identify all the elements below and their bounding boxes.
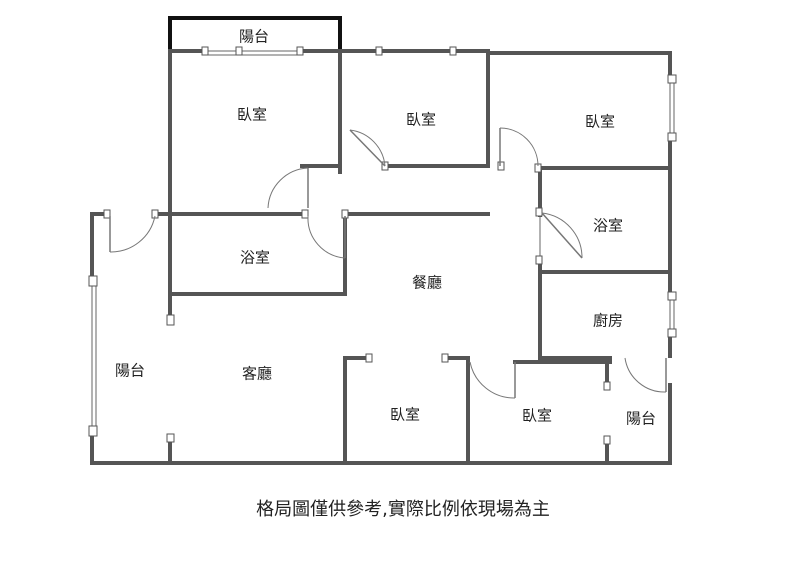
doors xyxy=(109,127,667,399)
room-label-bathroom-1: 浴室 xyxy=(240,249,270,267)
room-label-bedroom-5: 臥室 xyxy=(522,407,552,425)
wall-posts xyxy=(88,46,677,445)
room-label-balcony-left: 陽台 xyxy=(115,362,145,380)
room-label-living: 客廳 xyxy=(242,365,272,383)
room-label-bedroom-4: 臥室 xyxy=(390,406,420,424)
exterior-walls xyxy=(90,49,672,465)
window-lines xyxy=(91,50,675,430)
room-label-bedroom-3: 臥室 xyxy=(585,113,615,131)
room-label-bedroom-2: 臥室 xyxy=(406,111,436,129)
room-label-kitchen: 廚房 xyxy=(593,312,623,330)
room-label-bedroom-1: 臥室 xyxy=(237,106,267,124)
room-label-dining: 餐廳 xyxy=(412,274,442,292)
interior-walls xyxy=(168,49,672,465)
room-label-balcony-right: 陽台 xyxy=(626,410,656,428)
disclaimer-caption: 格局圖僅供參考,實際比例依現場為主 xyxy=(256,499,550,520)
room-label-bathroom-2: 浴室 xyxy=(593,217,623,235)
room-label-balcony-top: 陽台 xyxy=(239,28,269,46)
balcony-top-frame xyxy=(168,16,342,53)
